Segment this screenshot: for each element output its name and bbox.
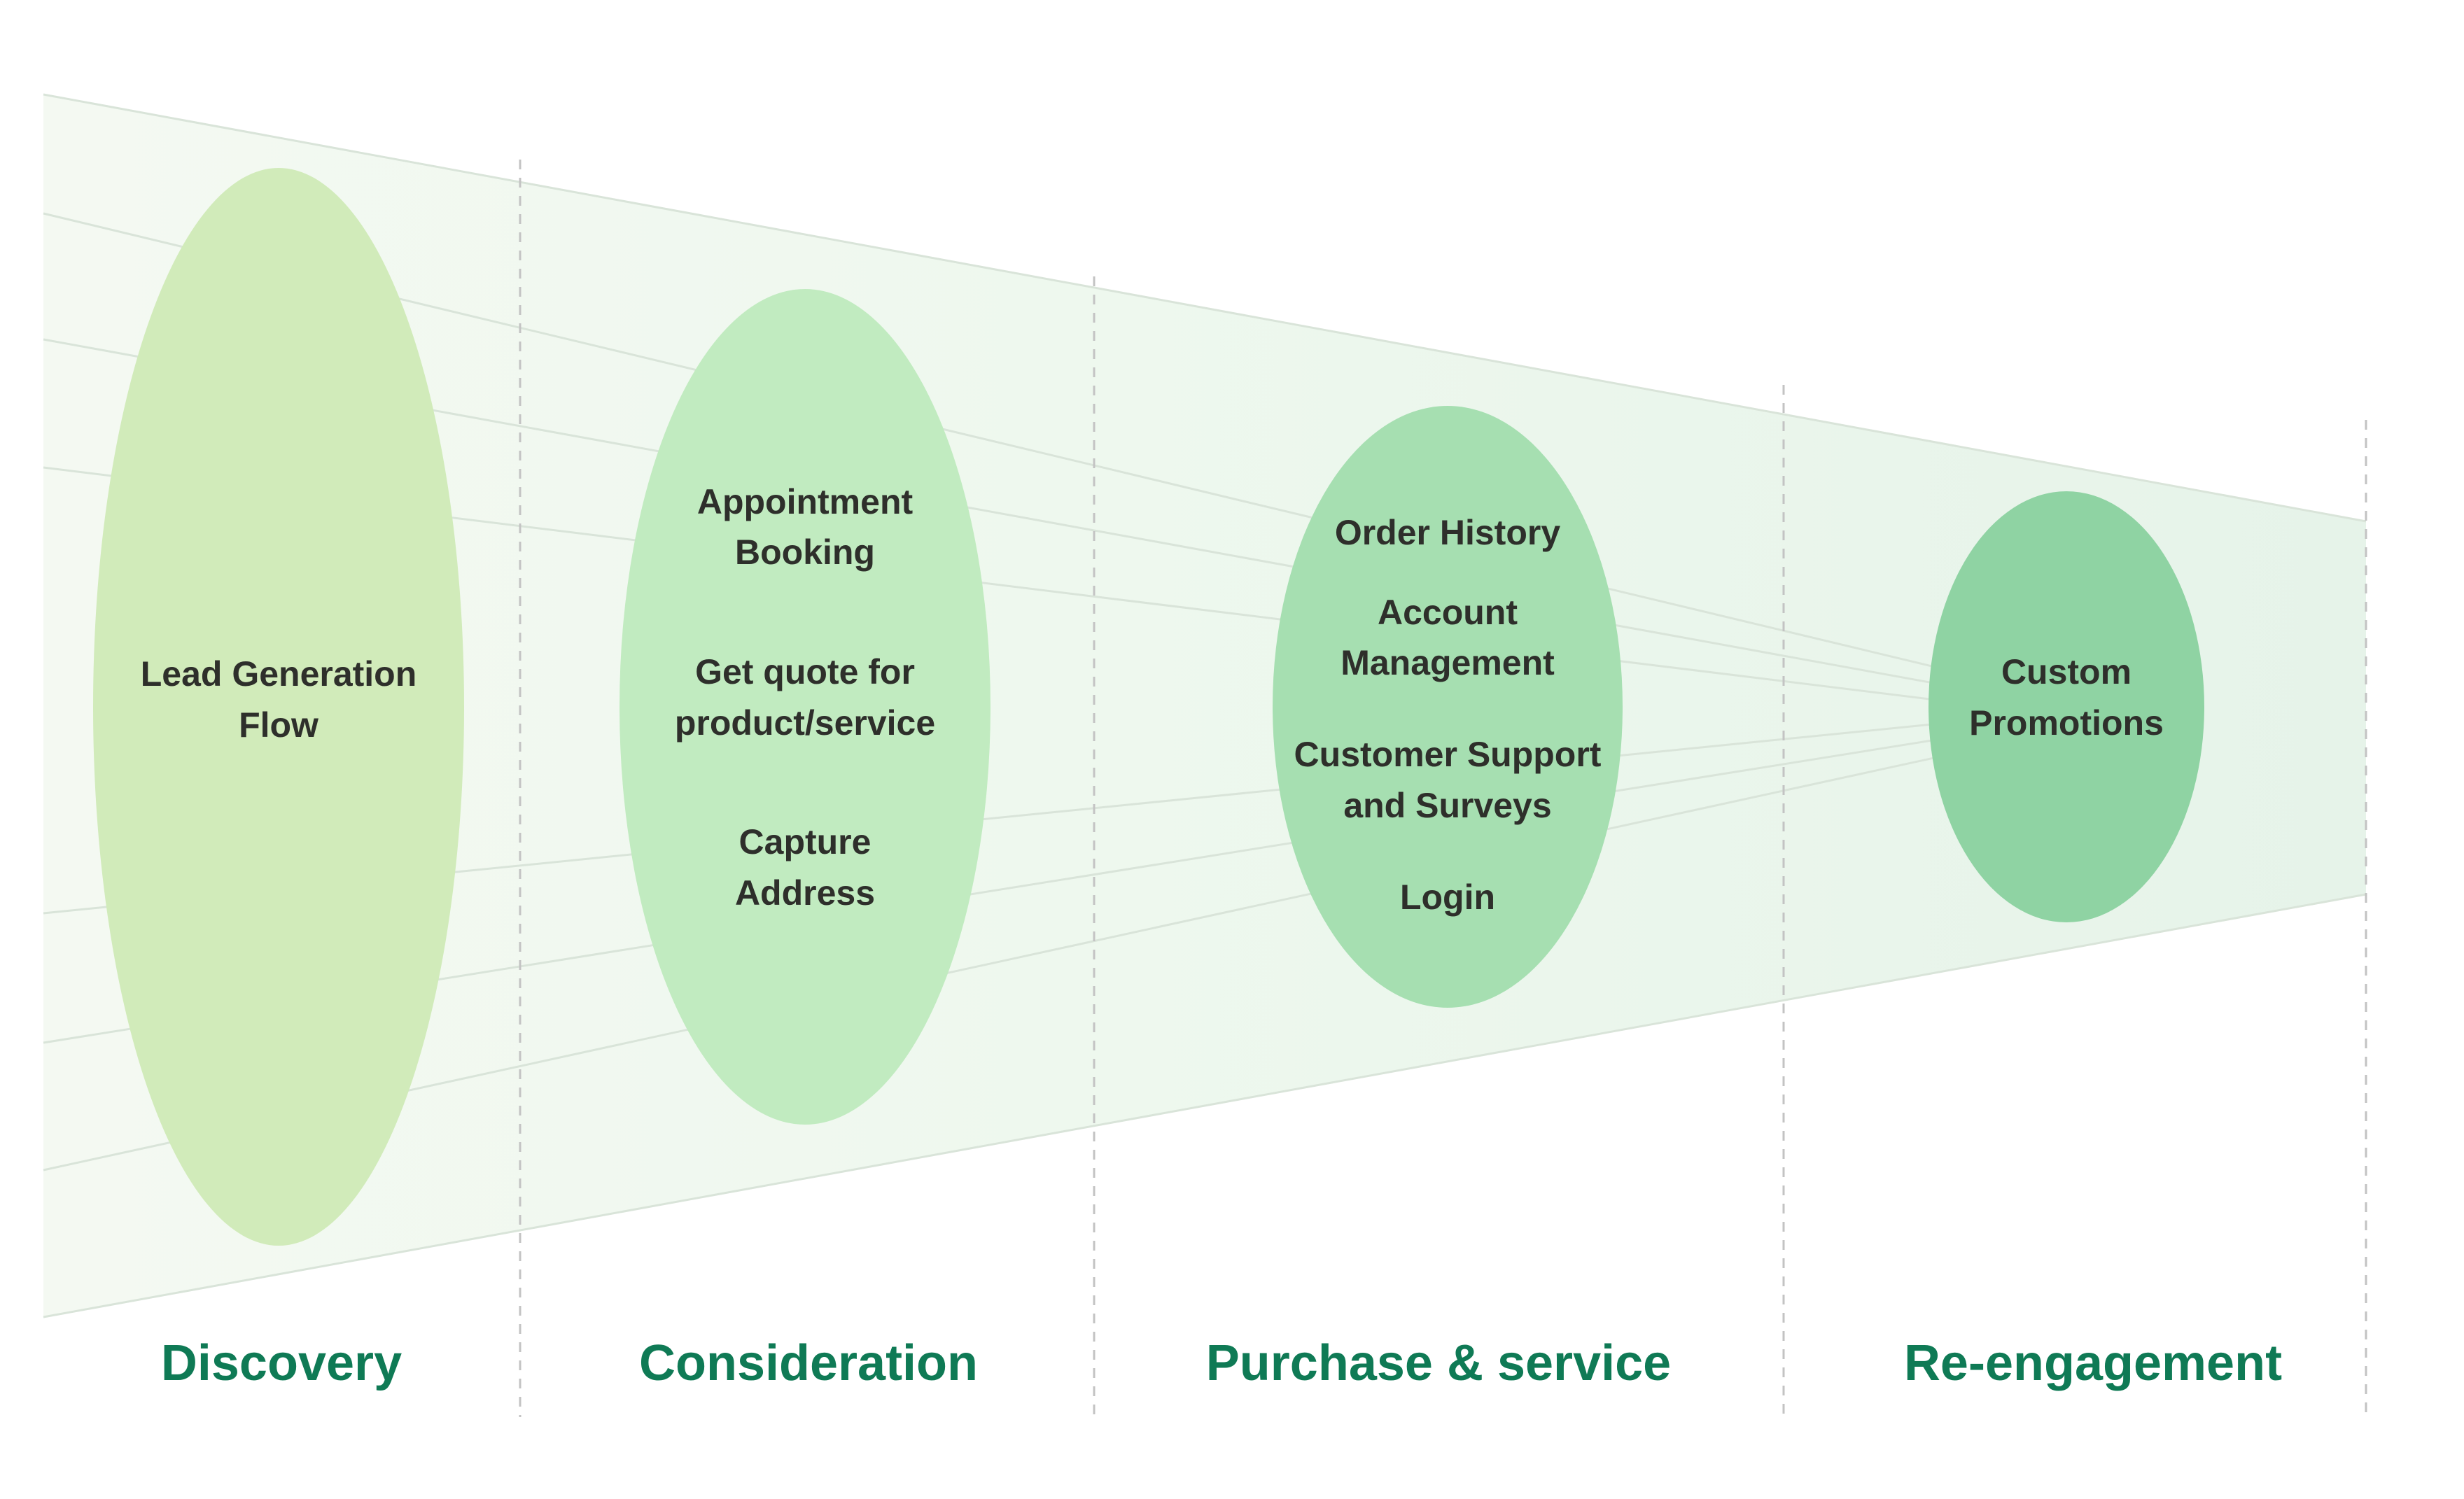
stage-item-line: Address (735, 873, 875, 913)
phase-label-reengagement: Re-engagement (1904, 1335, 2282, 1391)
consideration-ellipse (620, 289, 990, 1125)
stage-item-line: Login (1400, 878, 1495, 917)
stage-item-line: Get quote for (695, 652, 915, 691)
phase-label-consideration: Consideration (639, 1335, 978, 1391)
stage-item-line: Account (1378, 593, 1518, 632)
stage-item: Customer Support and Surveys (1294, 735, 1602, 825)
stage-item-line: Customer Support (1294, 735, 1602, 774)
stage-item-line: Order History (1335, 513, 1561, 552)
stage-item-line: Appointment (697, 482, 913, 521)
funnel-top-edge (43, 93, 2367, 523)
funnel-bottom-edge (43, 893, 2367, 1318)
stage-item: Login (1400, 878, 1495, 917)
phase-dividers (519, 160, 2367, 1417)
stage-item-line: Flow (239, 705, 318, 745)
stage-item-line: and Surveys (1343, 786, 1551, 825)
purchase-ellipse (1273, 406, 1623, 1008)
stage-item-line: Booking (735, 533, 875, 572)
stage-item: Order History (1335, 513, 1561, 552)
stage-item-line: Management (1340, 643, 1555, 682)
stage-item-line: Capture (739, 822, 872, 861)
discovery-ellipse (93, 168, 464, 1246)
phase-label-discovery: Discovery (161, 1335, 402, 1391)
stage-item-line: Lead Generation (141, 654, 417, 694)
phase-label-purchase-service: Purchase & service (1206, 1335, 1671, 1391)
stage-item: Get quote for product/service (675, 652, 935, 743)
funnel-background (43, 94, 2366, 1317)
stage-item-line: Promotions (1969, 703, 2164, 743)
stage-item-line: product/service (675, 703, 935, 743)
stage-item-line: Custom (2001, 652, 2132, 691)
reengagement-ellipse (1928, 491, 2204, 922)
